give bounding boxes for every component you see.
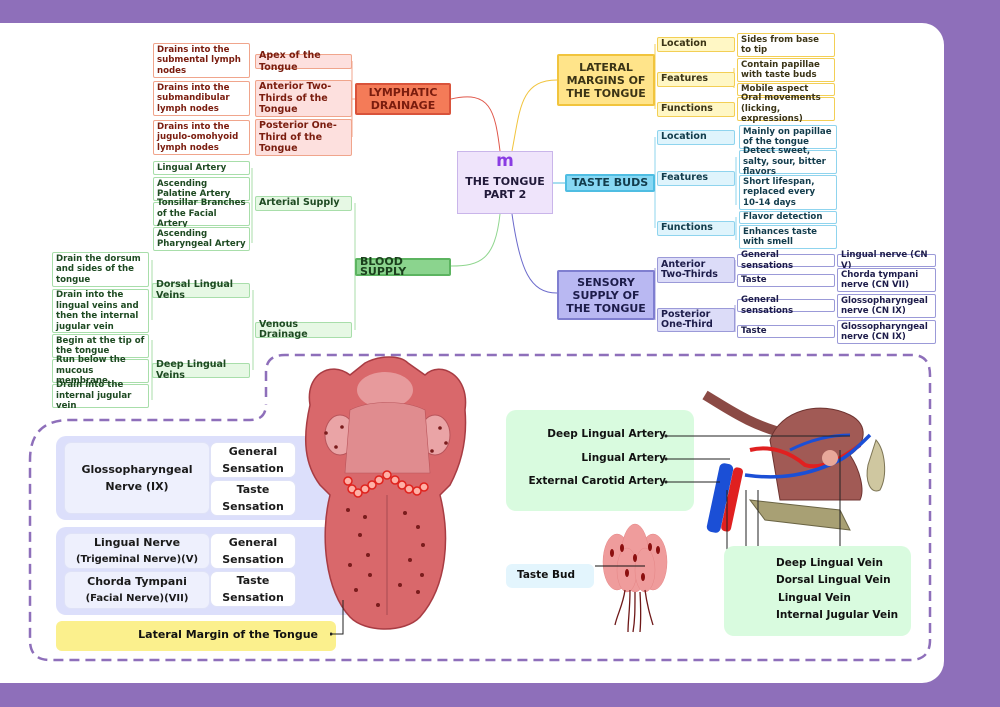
sensory-supply-node[interactable]: SENSORY SUPPLY OF THE TONGUE (557, 270, 655, 320)
taste-sensation-cell-1: Taste Sensation (210, 480, 296, 516)
blood-supply-node[interactable]: BLOOD SUPPLY (355, 256, 451, 277)
connector-lateral (511, 79, 558, 152)
cell-line: Sensation (222, 591, 284, 604)
artery-item-3[interactable]: Tonsillar Branches of the Facial Artery (153, 198, 250, 229)
connector-blood (450, 213, 501, 267)
lateral-margin-label-panel (56, 621, 336, 651)
dorsal-vein-item-2[interactable]: Drain into the lingual veins and then th… (52, 289, 149, 333)
lymph-detail-3[interactable]: Drains into the jugulo-omohyoid lymph no… (153, 120, 250, 155)
artery-item-1[interactable]: Lingual Artery (153, 161, 250, 175)
deep-vein-item-2[interactable]: Run below the mucous membrane (52, 355, 149, 386)
artery-item-2[interactable]: Ascending Palatine Artery (153, 177, 250, 201)
lateral-features-node[interactable]: Features (657, 72, 735, 87)
taste-bud-illustration (595, 523, 668, 633)
lateral-margin-label: Lateral Margin of the Tongue (138, 628, 318, 641)
cell-line: (Trigeminal Nerve)(V) (75, 554, 199, 565)
taste-bud-label: Taste Bud (517, 569, 575, 581)
taste-functions-item-1[interactable]: Flavor detection (739, 211, 837, 224)
cell-line: Sensation (222, 500, 284, 513)
lymph-branch-anterior[interactable]: Anterior Two-Thirds of the Tongue (255, 80, 352, 117)
tongue-illustration (304, 356, 467, 630)
lingual-artery-label: Lingual Artery (581, 452, 666, 464)
sensory-posterior-nerve-2[interactable]: Glossopharyngeal nerve (CN IX) (837, 320, 936, 344)
dorsal-lingual-vein-label: Dorsal Lingual Vein (776, 574, 891, 586)
taste-functions-node[interactable]: Functions (657, 221, 735, 236)
cell-line: General (228, 445, 278, 458)
artery-item-4[interactable]: Ascending Pharyngeal Artery (153, 227, 250, 251)
deep-lingual-vein-label: Deep Lingual Vein (776, 557, 883, 569)
lateral-margins-node[interactable]: LATERAL MARGINS OF THE TONGUE (557, 54, 655, 106)
cell-line: Taste (236, 483, 270, 496)
taste-features-node[interactable]: Features (657, 171, 735, 186)
deep-lingual-artery-label: Deep Lingual Artery (547, 428, 666, 440)
connector-lymphatic (450, 96, 501, 152)
lateral-margin-pointer (330, 600, 344, 636)
lateral-functions-node[interactable]: Functions (657, 102, 735, 117)
sensory-anterior-type-1[interactable]: General sensations (737, 250, 835, 271)
cell-line: Chorda Tympani (87, 575, 187, 588)
sensory-posterior-type-2[interactable]: Taste (737, 325, 835, 338)
lateral-location-item-1[interactable]: Sides from base to tip (737, 33, 835, 57)
sensory-anterior-node[interactable]: Anterior Two-Thirds (657, 257, 735, 283)
deep-lingual-veins-node[interactable]: Deep Lingual Veins (152, 359, 250, 380)
central-topic-title: THE TONGUE PART 2 (465, 175, 545, 201)
sensory-anterior-nerve-1[interactable]: Lingual nerve (CN V) (837, 250, 936, 271)
lateral-functions-item-1[interactable]: Oral movements (licking, expressions) (737, 93, 835, 124)
logo-icon: m (496, 151, 514, 171)
artery-labels-panel (506, 410, 694, 511)
connector-sensory (511, 213, 558, 294)
cell-line: Lingual Nerve (93, 536, 181, 549)
dorsal-vein-item-1[interactable]: Drain the dorsum and sides of the tongue (52, 252, 149, 287)
general-sensation-cell-2: General Sensation (210, 533, 296, 569)
arterial-supply-node[interactable]: Arterial Supply (255, 196, 352, 211)
deep-vein-item-1[interactable]: Begin at the tip of the tongue (52, 334, 149, 358)
cell-line: Sensation (222, 553, 284, 566)
deep-vein-item-3[interactable]: Drain into the internal jugular vein (52, 380, 149, 411)
sensory-anterior-type-2[interactable]: Taste (737, 274, 835, 287)
lateral-features-item-1[interactable]: Contain papillae with taste buds (737, 58, 835, 82)
lymphatic-drainage-node[interactable]: LYMPHATIC DRAINAGE (355, 83, 451, 115)
taste-location-node[interactable]: Location (657, 130, 735, 145)
venous-drainage-node[interactable]: Venous Drainage (255, 319, 352, 340)
taste-features-item-2[interactable]: Short lifespan, replaced every 10-14 day… (739, 175, 837, 210)
lateral-features-item-2[interactable]: Mobile aspect (737, 83, 835, 96)
cell-line: General (228, 536, 278, 549)
dashed-illustration-frame (28, 353, 932, 662)
taste-location-item-1[interactable]: Mainly on papillae of the tongue (739, 125, 837, 149)
external-carotid-artery-label: External Carotid Artery (528, 475, 666, 487)
sensory-anterior-nerve-2[interactable]: Chorda tympani nerve (CN VII) (837, 268, 936, 292)
lingual-nerve-cell: Lingual Nerve (Trigeminal Nerve)(V) (64, 533, 210, 569)
lymph-branch-posterior[interactable]: Posterior One-Third of the Tongue (255, 119, 352, 156)
dorsal-lingual-veins-node[interactable]: Dorsal Lingual Veins (152, 279, 250, 300)
central-topic[interactable]: m THE TONGUE PART 2 (457, 151, 553, 214)
lymph-branch-apex[interactable]: Apex of the Tongue (255, 50, 352, 73)
sensory-posterior-node[interactable]: Posterior One-Third (657, 308, 735, 332)
sensory-posterior-type-1[interactable]: General sensations (737, 295, 835, 316)
taste-functions-item-2[interactable]: Enhances taste with smell (739, 225, 837, 249)
internal-jugular-vein-label: Internal Jugular Vein (776, 609, 899, 621)
chorda-tympani-cell: Chorda Tympani (Facial Nerve)(VII) (64, 571, 210, 609)
taste-buds-node[interactable]: TASTE BUDS (565, 174, 655, 192)
lymph-detail-2[interactable]: Drains into the submandibular lymph node… (153, 81, 250, 116)
lateral-location-node[interactable]: Location (657, 37, 735, 52)
cell-line: Sensation (222, 462, 284, 475)
taste-sensation-cell-2: Taste Sensation (210, 571, 296, 607)
cell-line: Taste (236, 574, 270, 587)
lingual-vein-label: Lingual Vein (778, 592, 851, 604)
general-sensation-cell-1: General Sensation (210, 442, 296, 478)
nerve-name-line-1: Glossopharyngeal (81, 463, 193, 476)
taste-features-item-1[interactable]: Detect sweet, salty, sour, bitter flavor… (739, 146, 837, 177)
nerve-name-line-2: Nerve (IX) (105, 480, 169, 493)
taste-bud-label-panel (506, 564, 594, 588)
lymph-detail-1[interactable]: Drains into the submental lymph nodes (153, 43, 250, 78)
glossopharyngeal-nerve-cell: Glossopharyngeal Nerve (IX) (64, 442, 210, 514)
sensory-posterior-nerve-1[interactable]: Glossopharyngeal nerve (CN IX) (837, 294, 936, 318)
cell-line: (Facial Nerve)(VII) (85, 593, 189, 604)
vein-labels-panel (724, 546, 911, 636)
